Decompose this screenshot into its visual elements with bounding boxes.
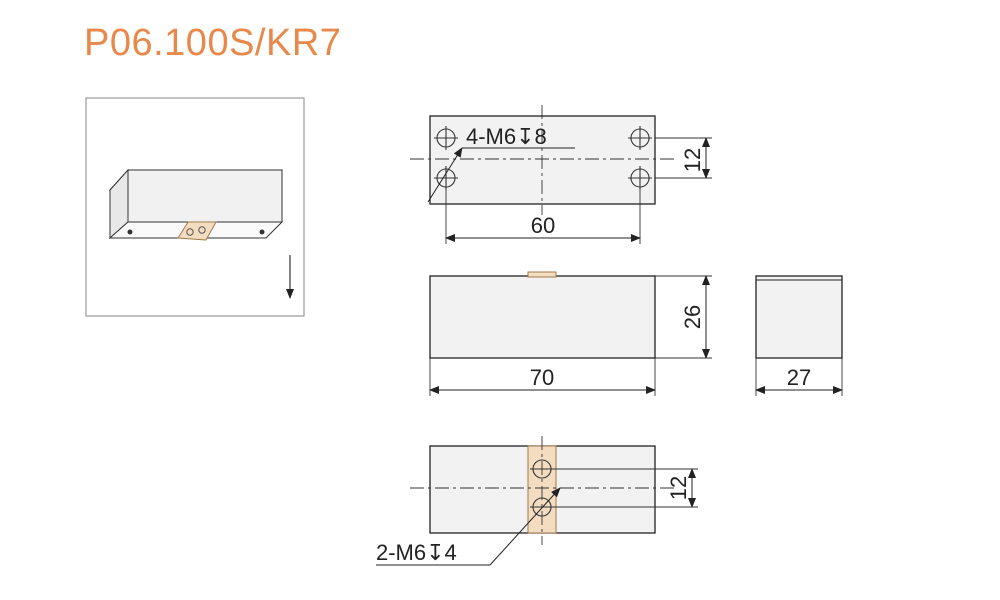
block-front-face xyxy=(127,169,283,223)
bottom-hole-spacing-label: 12 xyxy=(666,476,691,500)
part-number-title: P06.100S/KR7 xyxy=(84,22,342,64)
top-holes-label: 4-M6↧8 xyxy=(466,124,547,149)
top-view-body xyxy=(429,115,656,205)
bottom-view: 12 2-M6↧4 xyxy=(376,436,698,566)
top-hole-spacing-label: 12 xyxy=(680,148,705,172)
bottom-holes-label: 2-M6↧4 xyxy=(376,540,457,565)
front-insert xyxy=(527,271,557,278)
isometric-preview xyxy=(85,97,305,317)
front-length-label: 70 xyxy=(530,365,554,390)
side-view: 27 xyxy=(755,275,843,396)
front-view: 26 70 xyxy=(429,271,712,396)
top-width-label: 60 xyxy=(531,213,555,238)
front-height-label: 26 xyxy=(680,305,705,329)
top-holes xyxy=(434,126,652,190)
top-view: 4-M6↧8 12 60 xyxy=(410,105,712,244)
brass-insert xyxy=(177,221,217,241)
front-view-body xyxy=(429,275,656,359)
side-width-label: 27 xyxy=(787,365,811,390)
side-view-body xyxy=(755,275,843,359)
